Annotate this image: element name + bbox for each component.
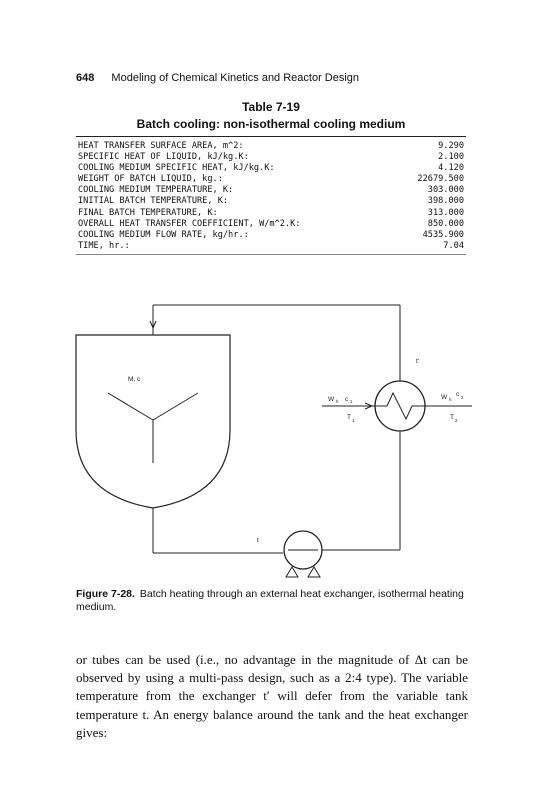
row-label: COOLING MEDIUM TEMPERATURE, K: <box>78 185 234 196</box>
outlet-flow-sub: h <box>449 397 452 402</box>
row-label: WEIGHT OF BATCH LIQUID, kg.: <box>78 174 223 185</box>
running-head: 648 Modeling of Chemical Kinetics and Re… <box>76 72 476 84</box>
table-row: INITIAL BATCH TEMPERATURE, K: 398.000 <box>78 196 464 207</box>
inlet-flow-label: W <box>328 396 335 403</box>
table-row: COOLING MEDIUM FLOW RATE, kg/hr.: 4535.90… <box>78 230 464 241</box>
table-row: COOLING MEDIUM TEMPERATURE, K: 303.000 <box>78 185 464 196</box>
table-row: SPECIFIC HEAT OF LIQUID, kJ/kg.K: 2.100 <box>78 152 464 163</box>
row-label: COOLING MEDIUM SPECIFIC HEAT, kJ/kg.K: <box>78 163 275 174</box>
body-paragraph: or tubes can be used (i.e., no advantage… <box>76 652 468 740</box>
table-row: OVERALL HEAT TRANSFER COEFFICIENT, W/m^2… <box>78 219 464 230</box>
agitator-blade-right <box>152 392 199 421</box>
agitator-blade-left <box>107 392 154 421</box>
figure-caption: Figure 7-28. Batch heating through an ex… <box>76 588 468 614</box>
row-value: 2.100 <box>438 152 464 163</box>
row-value: 313.000 <box>427 207 464 218</box>
table-top-rule <box>76 136 466 137</box>
table-row: COOLING MEDIUM SPECIFIC HEAT, kJ/kg.K: 4.… <box>78 163 464 174</box>
row-label: COOLING MEDIUM FLOW RATE, kg/hr.: <box>78 229 249 240</box>
outlet-flow-label: W <box>441 394 448 401</box>
row-value: 7.04 <box>443 240 464 251</box>
inlet-temp-sub: 1 <box>352 418 355 423</box>
inlet-flow-sub: h <box>336 399 339 404</box>
outlet-cp-label: c <box>456 391 460 398</box>
cooling-inlet-arrow <box>364 402 374 410</box>
exchanger-coil <box>375 391 425 421</box>
inlet-cp-label: c <box>345 396 349 403</box>
table-number: Table 7-19 <box>242 100 300 114</box>
row-value: 850.000 <box>427 218 464 229</box>
tank-vessel <box>75 334 231 509</box>
row-value: 4535.900 <box>422 229 464 240</box>
pump-base <box>307 566 321 578</box>
page-number: 648 <box>76 72 95 84</box>
row-label: HEAT TRANSFER SURFACE AREA, m^2: <box>78 141 244 151</box>
row-value: 4.120 <box>438 163 464 174</box>
tank-label: M, c <box>128 376 141 383</box>
figure-caption-text: Batch heating through an external heat e… <box>76 588 464 613</box>
pump-base <box>285 566 299 578</box>
row-value: 398.000 <box>427 196 464 207</box>
table-row: HEAT TRANSFER SURFACE AREA, m^2: 9.290 <box>78 141 464 152</box>
row-value: 9.290 <box>438 141 464 151</box>
outlet-cp-sub: 2 <box>461 395 464 400</box>
line-t-label: t <box>257 537 259 544</box>
row-value: 303.000 <box>427 185 464 196</box>
row-value: 22679.500 <box>417 174 464 185</box>
inlet-cp-sub: 1 <box>350 399 353 404</box>
table-title: Batch cooling: non-isothermal cooling me… <box>136 117 406 131</box>
row-label: FINAL BATCH TEMPERATURE, K: <box>78 207 218 218</box>
table-row: TIME, hr.: 7.04 <box>78 241 464 252</box>
table-row: WEIGHT OF BATCH LIQUID, kg.: 22679.500 <box>78 174 464 185</box>
running-title: Modeling of Chemical Kinetics and Reacto… <box>111 72 360 84</box>
figure-caption-label: Figure 7-28. <box>76 588 135 600</box>
t-prime-label: t′ <box>416 358 420 365</box>
row-label: TIME, hr.: <box>78 240 130 251</box>
table-row: FINAL BATCH TEMPERATURE, K: 313.000 <box>78 208 464 219</box>
row-label: OVERALL HEAT TRANSFER COEFFICIENT, W/m^2… <box>78 218 301 229</box>
process-diagram: M, c t′ t W h c 1 T 1 W h c 2 T 2 <box>75 304 472 578</box>
outlet-temp-sub: 2 <box>455 418 458 423</box>
tank-inlet-arrow <box>149 320 157 330</box>
table-bottom-rule <box>76 254 466 255</box>
row-label: INITIAL BATCH TEMPERATURE, K: <box>78 196 229 207</box>
table-body: HEAT TRANSFER SURFACE AREA, m^2: 9.290 SP… <box>78 141 464 252</box>
inlet-temp-label: T <box>347 414 351 421</box>
row-label: SPECIFIC HEAT OF LIQUID, kJ/kg.K: <box>78 152 249 163</box>
outlet-temp-label: T <box>450 414 454 421</box>
